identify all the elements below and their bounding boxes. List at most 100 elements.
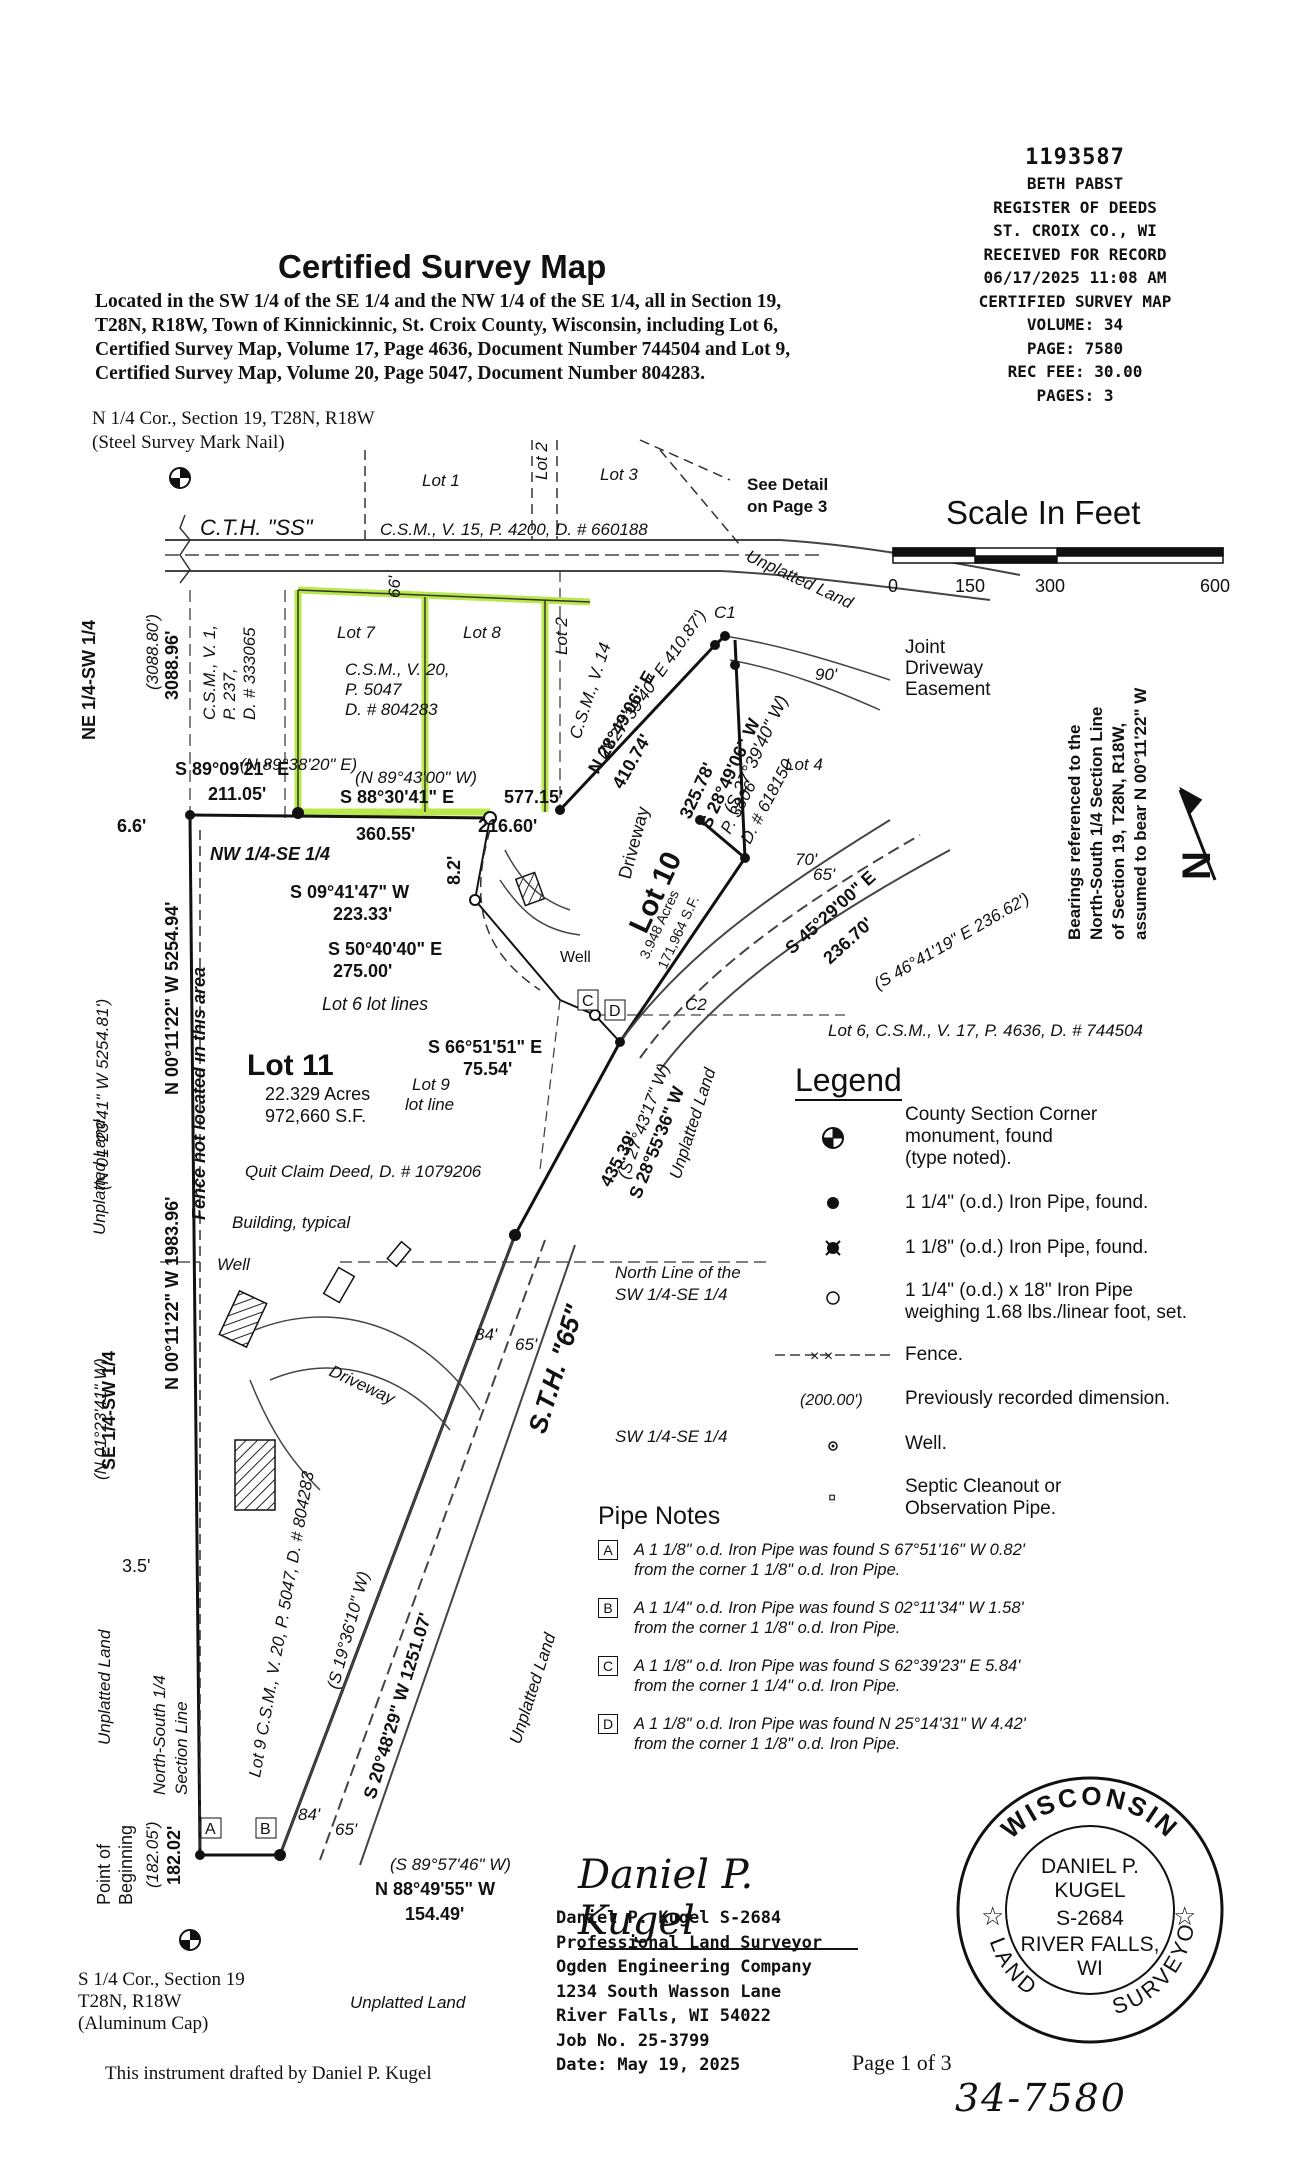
pipe-b-box	[255, 1817, 277, 1839]
lot-4-label: Lot 4	[785, 755, 823, 774]
pob-label: Beginning	[116, 1825, 136, 1905]
n01-label: (N 01°23'41" W)	[91, 1358, 110, 1480]
surveyor-info: Daniel P. Kugel S-2684 Professional Land…	[556, 1908, 823, 2075]
legend-item-pipe-found: 1 1/4" (o.d.) Iron Pipe, found.	[905, 1192, 1149, 1213]
dim-3088-80: (3088.80')	[143, 614, 162, 690]
csm-20-label: C.S.M., V. 20,	[345, 660, 450, 679]
driveway-n-label: Driveway	[615, 804, 653, 881]
dim-84: 84'	[475, 1325, 498, 1344]
survey-description: Located in the SW 1/4 of the SE 1/4 and …	[95, 291, 791, 384]
buildings	[218, 871, 546, 1511]
joint-driveway-label: Driveway	[905, 658, 984, 679]
unplatted-land-label: Unplatted Land	[743, 546, 856, 612]
lot-6-csm-label: Lot 6, C.S.M., V. 17, P. 4636, D. # 7445…	[828, 1021, 1143, 1040]
dim-182-05: (182.05')	[143, 1821, 162, 1888]
dim-360-55: 360.55'	[356, 824, 415, 844]
bearing-label: (N 89°43'00" W)	[355, 768, 477, 787]
dim-84b: 84'	[298, 1805, 321, 1824]
csm-15-label: C.S.M., V. 15, P. 4200, D. # 660188	[380, 520, 648, 539]
lot-3-label: Lot 3	[600, 465, 638, 484]
dim-65: 65'	[813, 865, 836, 884]
pipe-note-key: B	[598, 1598, 618, 1618]
bearings-note: Bearings referenced to the North-South 1…	[1065, 687, 1150, 940]
bearing-label: (S 89°57'46" W)	[390, 1855, 511, 1874]
dim-275: 275.00'	[333, 961, 392, 981]
north-arrow-icon: N	[1175, 786, 1219, 881]
bearing-label: (N 89°38'20" E)	[240, 755, 357, 774]
legend-item-fence: Fence.	[905, 1344, 964, 1365]
dim-8-2: 8.2'	[444, 856, 464, 885]
s-corner-label: (Aluminum Cap)	[78, 2013, 208, 2034]
dim-66: 66'	[385, 575, 404, 598]
quarter-section-lines	[160, 570, 770, 1263]
pipe-a-label: A	[205, 1821, 216, 1838]
pipe-callouts: A B C D	[200, 989, 626, 1839]
pipe-b-label: B	[260, 1821, 271, 1838]
sw-se-label: SW 1/4-SE 1/4	[615, 1427, 727, 1446]
csm-20-lot9-label: Lot 9 C.S.M., V. 20, P. 5047, D. # 80428…	[245, 1469, 318, 1778]
pipe-c-label: C	[582, 993, 594, 1010]
svg-text:× ×: × ×	[810, 1348, 833, 1365]
lot-11-label: Lot 11	[247, 1049, 334, 1082]
lot-6-lines	[539, 999, 850, 1171]
bearing-label: (S 46°41'19" E 236.62')	[871, 889, 1033, 994]
nw-se-label: NW 1/4-SE 1/4	[210, 844, 330, 864]
lot-9-lot-line: lot line	[405, 1095, 454, 1114]
lot-9-lot-line: Lot 9	[412, 1075, 450, 1094]
bearing-s09: S 09°41'47" W	[290, 882, 409, 902]
lot-7-label: Lot 7	[337, 623, 375, 642]
driveway-s-label: Driveway	[326, 1361, 399, 1408]
dim-90: 90'	[815, 665, 838, 684]
svg-text:¤: ¤	[828, 1489, 836, 1505]
recording-stamp: 1193587 BETH PABST REGISTER OF DEEDS ST.…	[945, 144, 1205, 407]
n-corner-label: N 1/4 Cor., Section 19, T28N, R18W	[92, 408, 375, 429]
recording-line: 06/17/2025 11:08 AM	[983, 268, 1167, 287]
seal-city: RIVER FALLS,	[1021, 1933, 1160, 1956]
lot-1-label: Lot 1	[422, 471, 460, 490]
bearing-n00-top: N 00°11'22" W 5254.94'	[162, 902, 182, 1095]
recording-line: RECEIVED FOR RECORD	[983, 244, 1167, 264]
pipe-note-key: A	[598, 1540, 618, 1560]
ne-sw-label: NE 1/4-SW 1/4	[79, 620, 99, 740]
pipe-notes-title: Pipe Notes	[598, 1502, 721, 1530]
s-corner-label: T28N, R18W	[78, 1991, 182, 2012]
pipe-c-box	[577, 989, 599, 1011]
dim-154-49: 154.49'	[405, 1904, 464, 1924]
legend-recorded-symbol: (200.00')	[800, 1392, 863, 1409]
pipe-a-box	[200, 1817, 222, 1839]
dim-223-33: 223.33'	[333, 904, 392, 924]
drafted-by-note: This instrument drafted by Daniel P. Kug…	[105, 2063, 432, 2084]
ns-line-label: North-South 1/4	[150, 1675, 169, 1795]
unplatted-land-sw-label: Unplatted Land	[95, 1629, 114, 1745]
svg-text:of Section 19, T28N, R18W,: of Section 19, T28N, R18W,	[1109, 723, 1128, 940]
quit-claim-label: Quit Claim Deed, D. # 1079206	[245, 1162, 482, 1181]
dim-75-54: 75.54'	[463, 1059, 512, 1079]
svg-text:600: 600	[1200, 576, 1230, 596]
unplatted-land-w-label: Unplatted Land	[90, 1119, 109, 1235]
dim-3088-96: 3088.96'	[162, 631, 182, 700]
recording-line: PAGES: 3	[1036, 385, 1114, 405]
seal-number: S-2684	[1056, 1907, 1124, 1930]
ns-line-label: Section Line	[172, 1701, 191, 1795]
fence-note: Fence not located in this area	[189, 967, 209, 1220]
svg-text:assumed to bear N 00°11'22" W: assumed to bear N 00°11'22" W	[1131, 687, 1150, 940]
see-detail-label: on Page 3	[747, 497, 827, 516]
lots-7-8-lines	[297, 589, 591, 812]
see-detail-label: See Detail	[747, 475, 828, 494]
svg-text:N: N	[1175, 851, 1219, 880]
north-lot-lines	[364, 439, 741, 546]
s-corner-label: S 1/4 Cor., Section 19	[78, 1969, 245, 1990]
pipe-note-b: B A 1 1/4" o.d. Iron Pipe was found S 02…	[598, 1598, 1024, 1638]
highway-sth-65	[279, 819, 951, 1866]
n01-label: (N 01°23'41" W 5254.81')	[93, 999, 112, 1190]
joint-driveway-label: Joint	[905, 637, 946, 658]
recording-line: REC FEE: 30.00	[1007, 362, 1143, 381]
dim-182-02: 182.02'	[164, 1826, 184, 1885]
svg-text:Bearings referenced to the: Bearings referenced to the	[1065, 725, 1084, 940]
page-title: Certified Survey Map	[278, 248, 607, 285]
road-cth-ss	[165, 539, 1021, 601]
lot-6-lines-label: Lot 6 lot lines	[322, 994, 428, 1014]
csm-20-label: D. # 804283	[345, 700, 438, 719]
bearing-s20: S 20°48'29" W 1251.07'	[360, 1610, 436, 1801]
